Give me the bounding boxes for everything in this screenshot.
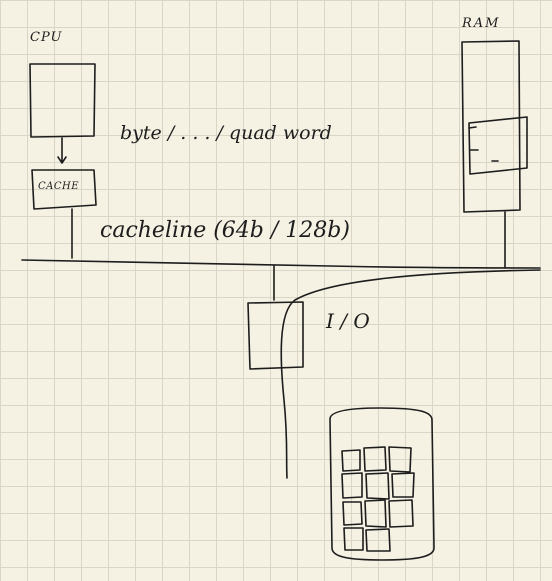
io-box	[247, 301, 304, 370]
storage-cell	[388, 499, 414, 528]
storage-cell	[341, 472, 363, 499]
word-sizes-label: byte / . . . / quad word	[120, 122, 332, 144]
cpu-cache-arrow	[57, 137, 67, 164]
storage-cell	[365, 528, 391, 552]
system-bus	[21, 259, 541, 269]
ram-block-ticks	[468, 126, 499, 162]
storage-cell	[363, 446, 387, 472]
storage-cell	[365, 472, 390, 500]
cache-label: CACHE	[38, 181, 80, 192]
storage-drive	[329, 407, 435, 561]
ram-label: RAM	[462, 16, 501, 31]
storage-cell	[341, 449, 361, 472]
cpu-box	[29, 63, 96, 138]
storage-cell	[388, 446, 412, 473]
cpu-label: CPU	[30, 30, 63, 45]
storage-cell	[343, 527, 364, 551]
cache-line-label: cacheline (64b / 128b)	[100, 218, 350, 243]
storage-cell	[391, 472, 415, 498]
ram-cacheline-block	[468, 116, 528, 175]
storage-wire	[280, 269, 541, 479]
storage-cell	[364, 499, 387, 528]
io-label: I / O	[326, 309, 370, 333]
storage-cell	[342, 501, 363, 526]
cache-box	[31, 169, 97, 210]
ram-column	[461, 40, 521, 213]
